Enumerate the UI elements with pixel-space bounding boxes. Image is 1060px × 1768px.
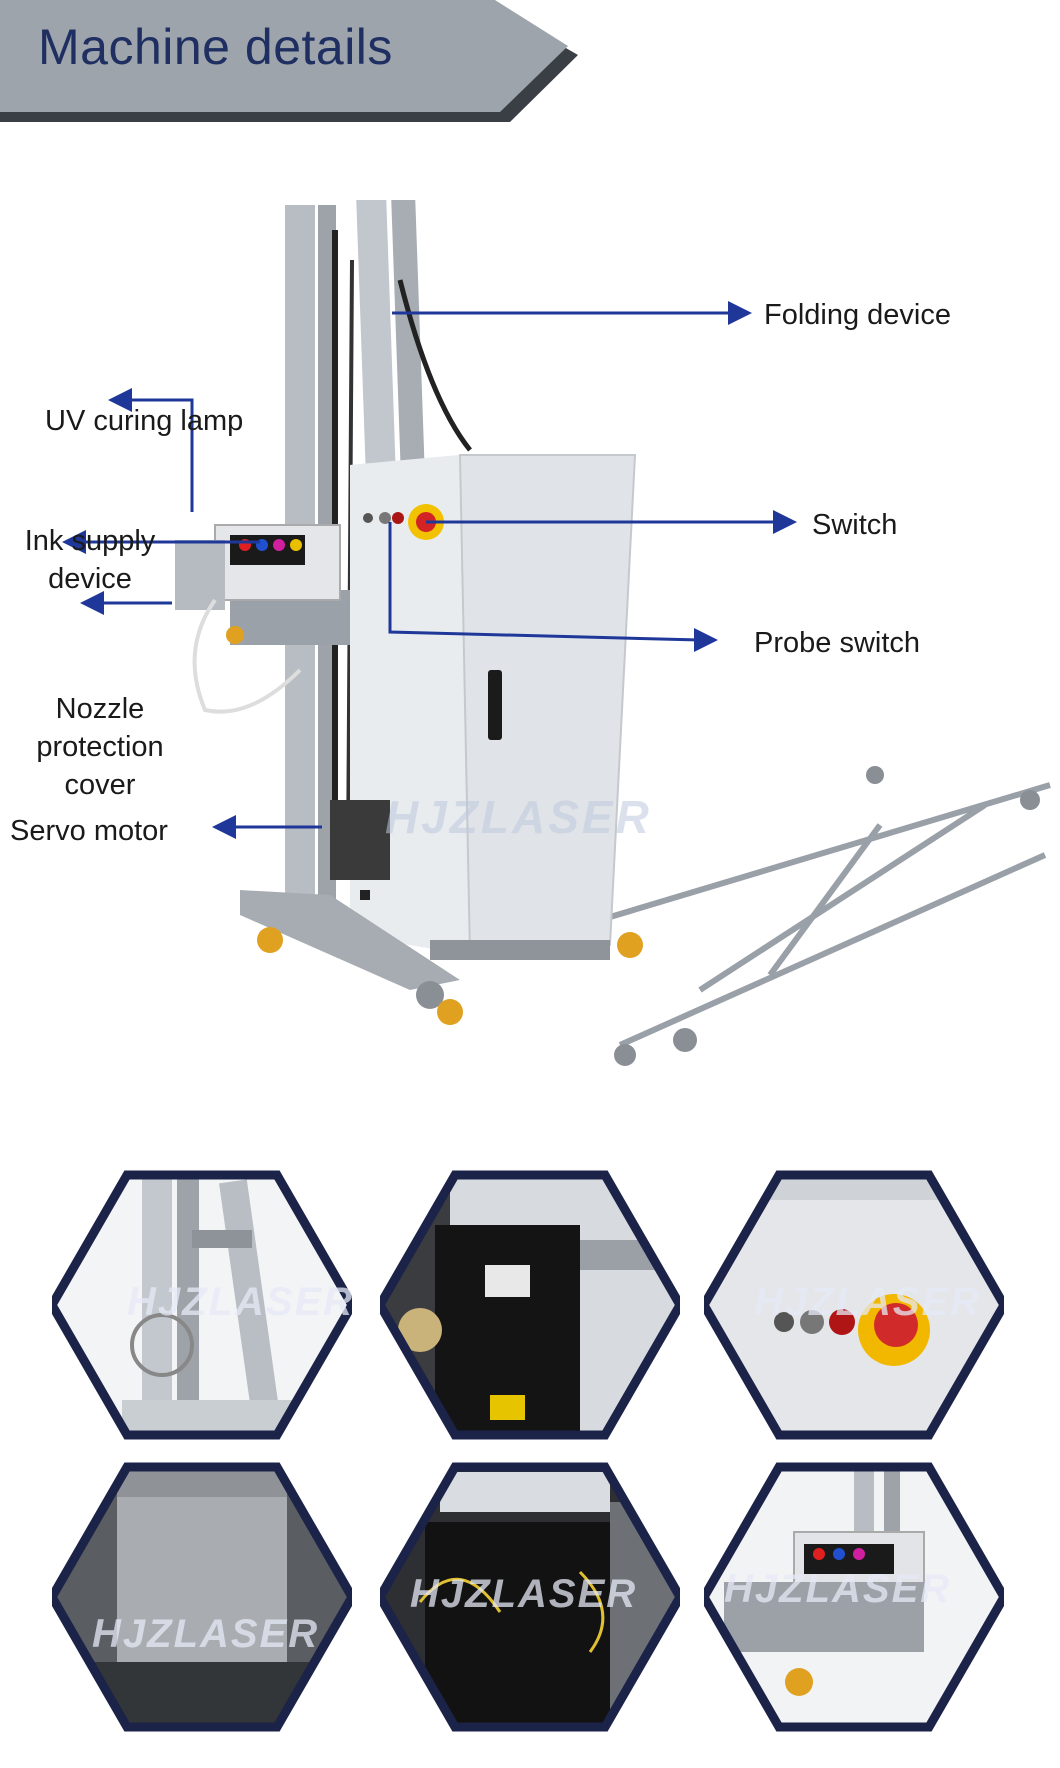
header-banner: Machine details bbox=[0, 0, 600, 130]
cabinet-base bbox=[240, 890, 643, 1025]
hex-watermark: HJZLASER bbox=[127, 1280, 355, 1324]
hex-detail-folding-frame: HJZLASER bbox=[46, 1170, 358, 1440]
hex-watermark: HJZLASER bbox=[92, 1612, 320, 1656]
hex-detail-uv-lamp: HJZLASER bbox=[698, 1462, 1010, 1732]
brand-watermark: HJZLASER bbox=[385, 791, 652, 843]
control-cabinet bbox=[330, 454, 637, 957]
hex-detail-switch: HJZLASER bbox=[698, 1170, 1010, 1440]
detail-gallery: HJZLASER bbox=[0, 1160, 1060, 1760]
label-uv-curing-lamp: UV curing lamp bbox=[45, 405, 244, 437]
rail-frame bbox=[599, 782, 1051, 1048]
rail-wheels bbox=[614, 766, 1040, 1066]
label-ink-supply-line2: device bbox=[48, 563, 132, 595]
hex-watermark: HJZLASER bbox=[410, 1572, 638, 1616]
label-ink-supply-device: Ink supply device bbox=[10, 522, 170, 598]
label-nozzle-line1: Nozzle bbox=[55, 693, 145, 725]
label-switch: Switch bbox=[812, 509, 898, 541]
hex-detail-servo-motor bbox=[374, 1170, 686, 1440]
hex-detail-ink-supply: HJZLASER bbox=[374, 1462, 686, 1732]
hex-watermark: HJZLASER bbox=[754, 1280, 982, 1324]
printhead-arm bbox=[175, 524, 350, 714]
label-servo-motor: Servo motor bbox=[10, 815, 168, 847]
label-probe-switch: Probe switch bbox=[754, 627, 921, 659]
label-ink-supply-line1: Ink supply bbox=[24, 525, 156, 557]
hex-watermark: HJZLASER bbox=[724, 1567, 952, 1611]
callout-arrows bbox=[62, 301, 797, 839]
banner-shape bbox=[0, 0, 578, 122]
label-nozzle-protection-cover: Nozzle protection cover bbox=[10, 690, 190, 804]
machine-diagram: HJZLASER Folding device UV curing lamp I… bbox=[0, 194, 1060, 1160]
label-nozzle-line2: protection bbox=[36, 731, 164, 763]
label-folding-device: Folding device bbox=[764, 299, 951, 331]
machine-illustration bbox=[62, 194, 1051, 1066]
hex-detail-nozzle-cover: HJZLASER bbox=[46, 1462, 358, 1732]
page-title: Machine details bbox=[38, 19, 393, 75]
label-nozzle-line3: cover bbox=[64, 769, 136, 801]
